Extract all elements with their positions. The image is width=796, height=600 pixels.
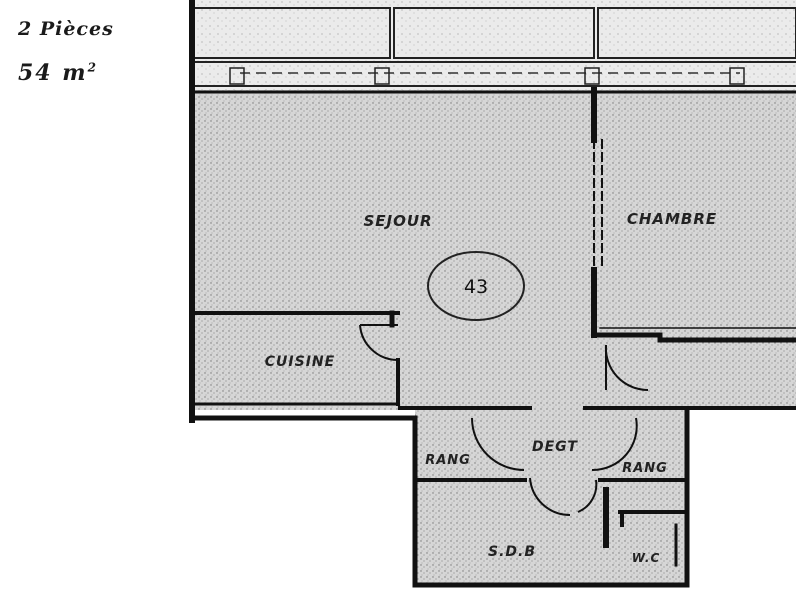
floor-fill (192, 90, 796, 585)
room-label-rang-left: RANG (425, 453, 471, 468)
room-label-chambre: CHAMBRE (627, 210, 717, 228)
room-label-sejour: SEJOUR (363, 212, 432, 230)
room-label-cuisine: CUISINE (265, 354, 335, 370)
area-value: 54 m (18, 60, 88, 86)
walls (189, 0, 796, 588)
handwritten-area: 54 m2 (18, 60, 98, 86)
room-label-sdb: S.D.B (488, 544, 536, 560)
room-label-rang-right: RANG (622, 461, 668, 476)
lot-number: 43 (464, 276, 488, 298)
area-exponent: 2 (87, 60, 98, 75)
lot-number-badge: 43 (427, 251, 525, 321)
handwritten-room-count: 2 Pièces (18, 18, 114, 40)
balcony (189, 0, 796, 90)
room-label-degt: DEGT (532, 439, 578, 455)
door-swings (359, 324, 649, 517)
room-label-wc: W.C (632, 551, 661, 565)
